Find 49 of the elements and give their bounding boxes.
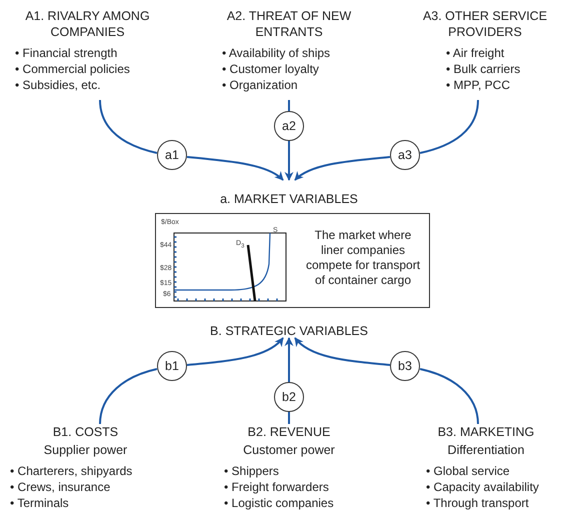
arrow [284, 141, 294, 181]
circle-node: b1 [157, 351, 187, 381]
arrow [186, 337, 284, 366]
subheading: Differentiation [446, 442, 526, 458]
connector-line [99, 100, 158, 154]
subheading: Customer power [242, 442, 336, 458]
bullet-item: • Air freight [446, 45, 504, 61]
bullet-item: • Availability of ships [222, 45, 330, 61]
bullet-item: • Customer loyalty [222, 61, 319, 77]
arrow [294, 156, 390, 181]
bullet-item: • Global service [426, 463, 510, 479]
connector-line [288, 412, 290, 424]
description-text: The market where liner companies compete for transport of container cargo [304, 228, 422, 288]
connector-line [420, 100, 479, 154]
bullet-item: • Financial strength [15, 45, 118, 61]
bullet-item: • Crews, insurance [10, 479, 110, 495]
connector-line [99, 368, 158, 424]
heading: B2. REVENUE [246, 424, 332, 440]
arrow [294, 337, 390, 366]
market-box [155, 213, 430, 308]
bullet-item: • Bulk carriers [446, 61, 520, 77]
bullet-item: • Commercial policies [15, 61, 130, 77]
heading: B1. COSTS [52, 424, 120, 440]
arrow [186, 156, 284, 181]
circle-node: a3 [390, 140, 420, 170]
bullet-item: • Organization [222, 77, 298, 93]
bullet-item: • Capacity availability [426, 479, 539, 495]
circle-node: a1 [157, 140, 187, 170]
section-heading: a. MARKET VARIABLES [200, 180, 378, 206]
bullet-item: • Shippers [224, 463, 279, 479]
connector-line [420, 368, 479, 424]
heading: A1. RIVALRY AMONG COMPANIES [24, 8, 151, 40]
arrow [284, 337, 294, 382]
circle-node: b3 [390, 351, 420, 381]
heading: B3. MARKETING [436, 424, 536, 440]
circle-node: a2 [274, 111, 304, 141]
subheading: Supplier power [42, 442, 128, 458]
bullet-item: • Terminals [10, 495, 69, 511]
bullet-item: • Through transport [426, 495, 529, 511]
heading: A2. THREAT OF NEW ENTRANTS [226, 8, 352, 40]
bullet-item: • MPP, PCC [446, 77, 510, 93]
bullet-item: • Subsidies, etc. [15, 77, 101, 93]
circle-node: b2 [274, 382, 304, 412]
heading: A3. OTHER SERVICE PROVIDERS [422, 8, 548, 40]
bullet-item: • Freight forwarders [224, 479, 329, 495]
bullet-item: • Charterers, shipyards [10, 463, 132, 479]
connector-line [288, 100, 290, 111]
section-heading: B. STRATEGIC VARIABLES [195, 316, 383, 338]
bullet-item: • Logistic companies [224, 495, 334, 511]
